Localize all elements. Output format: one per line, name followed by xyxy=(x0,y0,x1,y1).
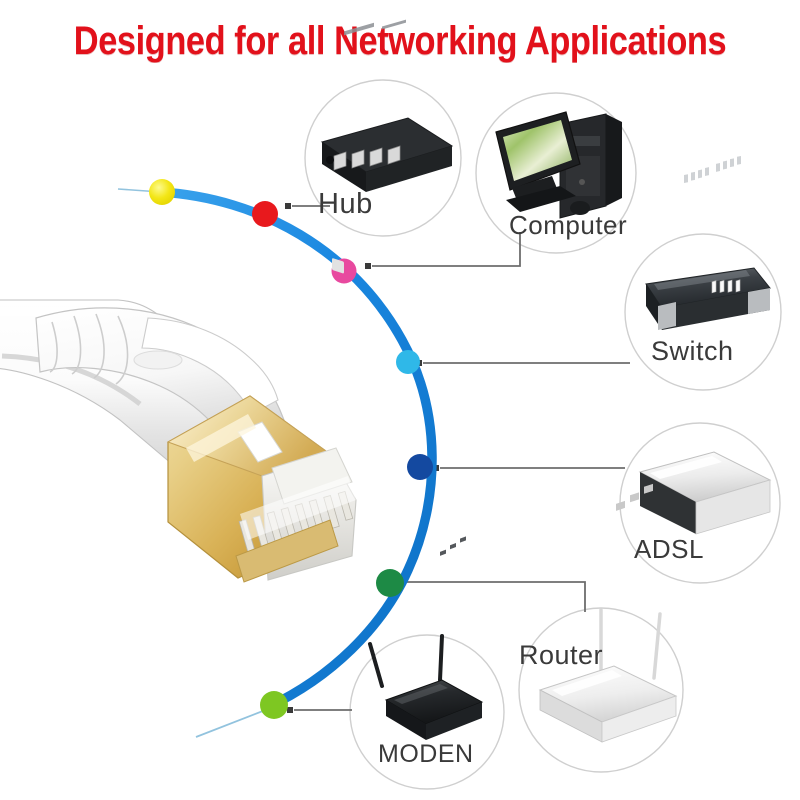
boot-ribs xyxy=(49,313,129,385)
moden-left xyxy=(386,700,426,740)
pc-tower-front xyxy=(606,114,622,206)
adsl-front xyxy=(695,479,771,535)
moden-front xyxy=(426,702,482,740)
boot-dimple xyxy=(133,350,183,370)
label-switch: Switch xyxy=(651,336,734,366)
dot-navy xyxy=(407,454,433,480)
mouse xyxy=(570,201,590,215)
adsl-left xyxy=(640,472,696,534)
label-adsl: ADSL xyxy=(634,534,704,564)
label-hub: Hub xyxy=(318,188,373,220)
hub-power-jack xyxy=(326,156,334,164)
monitor-screen xyxy=(503,120,572,181)
rj45-connector xyxy=(166,395,357,583)
marker-hub xyxy=(285,203,291,209)
plug-window xyxy=(271,447,353,505)
moden-antenna-right xyxy=(438,634,444,682)
pc-drive-bay xyxy=(566,136,600,146)
switch-bezel-left xyxy=(658,302,676,330)
hub-top-labels xyxy=(344,19,406,36)
hub-ports xyxy=(332,258,344,274)
plug-shine xyxy=(186,414,256,462)
hub-port-group xyxy=(333,145,401,171)
circle-switch xyxy=(624,233,782,391)
hub-face xyxy=(366,146,452,192)
adsl-top-shine xyxy=(650,456,722,479)
device-router xyxy=(538,483,678,743)
circle-computer xyxy=(475,92,637,254)
monitor-base xyxy=(506,186,576,212)
moden-leds xyxy=(440,536,466,556)
dot-yellow xyxy=(149,179,175,205)
router-antenna-right xyxy=(652,612,662,680)
switch-face xyxy=(662,288,770,330)
label-router: Router xyxy=(519,640,604,670)
arc-main xyxy=(155,187,437,712)
router-front xyxy=(601,695,677,743)
label-moden: MODEN xyxy=(378,740,474,768)
pc-power-led xyxy=(579,179,585,185)
circle-router xyxy=(518,607,684,773)
plug-pin-bed xyxy=(240,476,356,540)
boot-latch xyxy=(141,317,279,415)
label-computer: Computer xyxy=(509,210,628,240)
cable-shade xyxy=(1,353,142,406)
dot-red xyxy=(252,201,278,227)
device-moden xyxy=(368,536,484,740)
plug-front-lip xyxy=(235,519,339,583)
moden-antenna-left xyxy=(368,642,384,688)
leader-router xyxy=(407,581,586,612)
router-rear-ports xyxy=(616,483,653,511)
dot-lime xyxy=(260,691,288,719)
page-title: Designed for all Networking Applications xyxy=(73,19,727,63)
leader-lines xyxy=(292,205,630,711)
device-hub xyxy=(320,19,454,274)
leader-computer xyxy=(372,232,521,267)
router-top-shine xyxy=(552,670,622,696)
marker-computer xyxy=(365,263,371,269)
switch-top-shine xyxy=(654,270,750,290)
circle-moden xyxy=(349,634,505,790)
marker-moden xyxy=(287,707,293,713)
device-switch xyxy=(645,155,771,330)
dot-green xyxy=(376,569,404,597)
arc-tail-bottom xyxy=(195,708,269,738)
dot-cyan xyxy=(396,350,420,374)
node-circles xyxy=(304,79,782,790)
ethernet-cable-product xyxy=(0,299,357,583)
moden-top-shine xyxy=(394,684,448,704)
adsl-leds xyxy=(711,279,741,294)
circle-hub xyxy=(304,79,462,237)
arc-dots xyxy=(149,179,433,719)
switch-ports xyxy=(684,155,741,184)
device-computer xyxy=(495,111,622,219)
device-adsl xyxy=(638,279,772,535)
switch-bezel-right xyxy=(748,288,770,314)
